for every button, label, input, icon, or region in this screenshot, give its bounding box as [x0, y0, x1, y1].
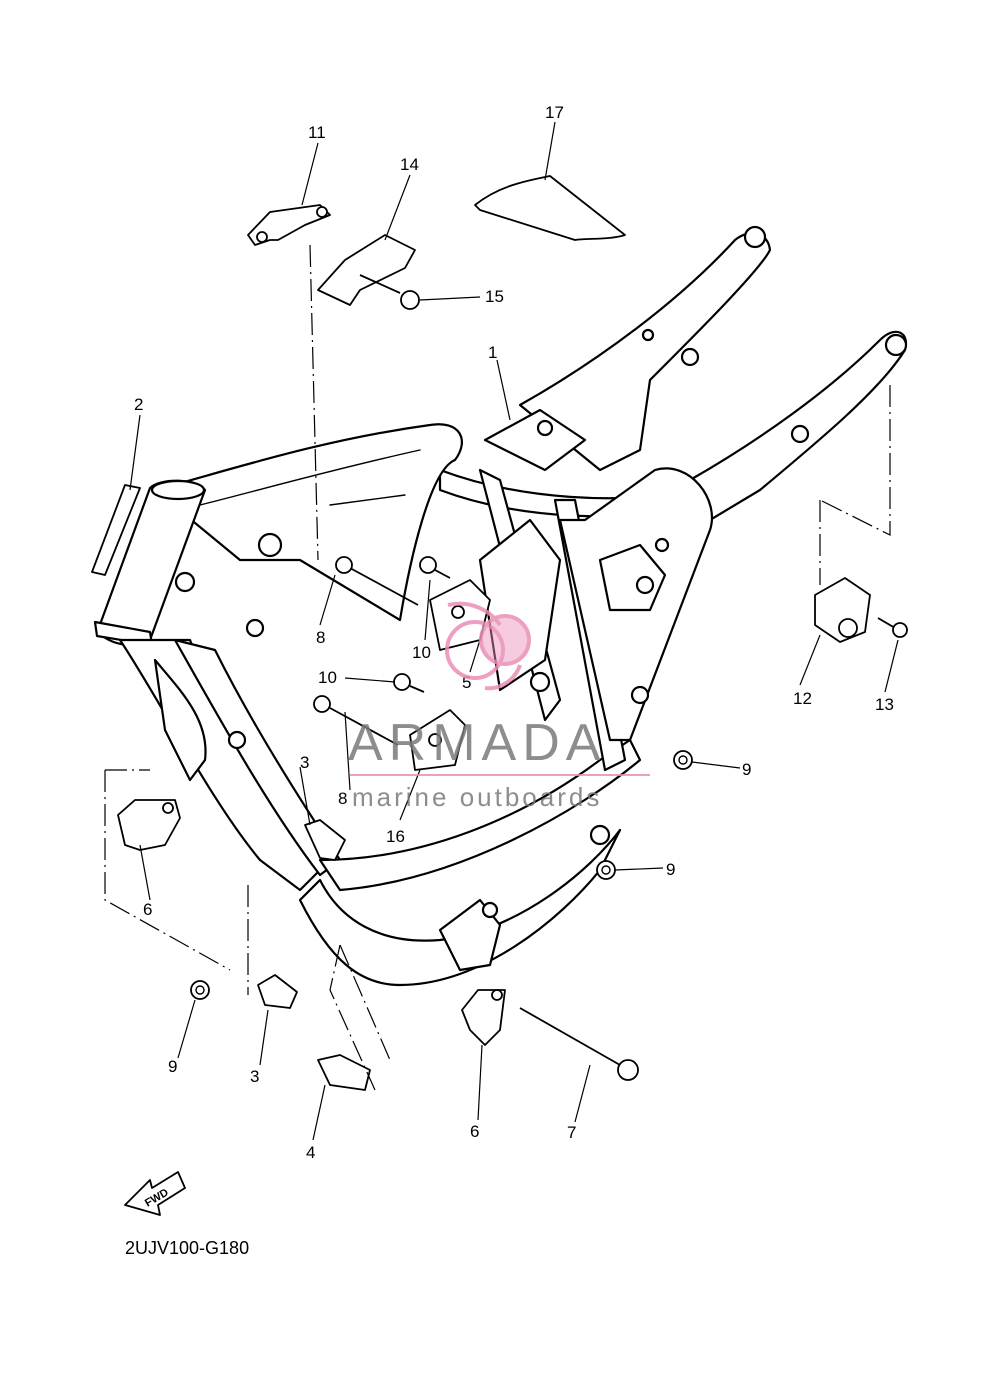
- leader-lines: [129, 121, 899, 1141]
- callout-2: 2: [134, 395, 143, 414]
- part-7-bolt: [519, 1007, 639, 1081]
- callout-9c: 9: [168, 1057, 177, 1076]
- fwd-arrow-icon: FWD: [124, 1171, 186, 1216]
- callout-14: 14: [400, 155, 419, 174]
- callout-3a: 3: [300, 753, 309, 772]
- callout-8a: 8: [316, 628, 325, 647]
- part-3-clip-upper: [304, 819, 346, 861]
- main-frame: [93, 225, 908, 987]
- callout-1: 1: [488, 343, 497, 362]
- callout-8b: 8: [338, 789, 347, 808]
- callout-11: 11: [308, 123, 326, 142]
- part-3-clip-lower: [257, 974, 298, 1009]
- callout-10a: 10: [412, 643, 431, 662]
- callouts: 11 14 17 15 1 2 8 10 5 10 3 8 16 9 9 12 …: [134, 103, 894, 1162]
- callout-7: 7: [567, 1123, 576, 1142]
- callout-9a: 9: [742, 760, 751, 779]
- callout-17: 17: [545, 103, 564, 122]
- part-8-bolt-upper: [335, 556, 419, 606]
- part-9-nut-b: [596, 860, 616, 880]
- callout-6b: 6: [470, 1122, 479, 1141]
- part-13-bolt: [877, 617, 908, 638]
- watermark-logo: [445, 601, 531, 691]
- callout-13: 13: [875, 695, 894, 714]
- part-4-clip: [317, 1054, 371, 1091]
- callout-3b: 3: [250, 1067, 259, 1086]
- diagram-code: 2UJV100-G180: [125, 1238, 250, 1258]
- part-17-pad: [474, 175, 626, 241]
- part-9-nut-a: [673, 750, 693, 770]
- part-2-decal: [91, 484, 141, 576]
- part-10-bolt-upper: [419, 556, 451, 579]
- callout-4: 4: [306, 1143, 315, 1162]
- callout-10b: 10: [318, 668, 337, 687]
- part-11-bracket: [247, 204, 331, 246]
- callout-9b: 9: [666, 860, 675, 879]
- callout-6a: 6: [143, 900, 152, 919]
- part-15-bolt: [359, 274, 420, 310]
- reference-lines: [104, 244, 891, 1091]
- part-9-nut-c: [190, 980, 210, 1000]
- callout-5: 5: [462, 673, 471, 692]
- part-8-bolt-lower: [313, 695, 399, 746]
- part-14-clamp: [317, 234, 416, 306]
- watermark: ARMADA marine outboards: [348, 601, 650, 812]
- part-6-plate-lower: [461, 989, 506, 1046]
- part-10-bolt-lower: [393, 673, 425, 693]
- callout-12: 12: [793, 689, 812, 708]
- callout-15: 15: [485, 287, 504, 306]
- callout-16: 16: [386, 827, 405, 846]
- watermark-tagline: marine outboards: [352, 782, 602, 812]
- watermark-brand: ARMADA: [348, 714, 606, 772]
